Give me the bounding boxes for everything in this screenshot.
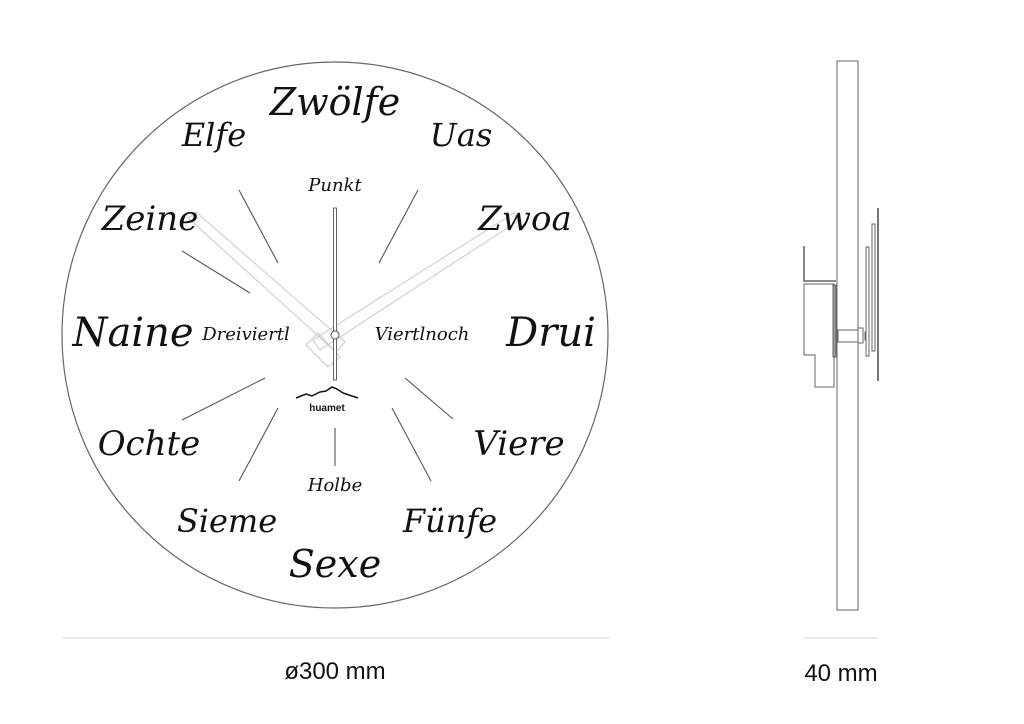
hour-hand: [187, 211, 346, 353]
hour-label-one: Uas: [430, 116, 492, 154]
quarter-label-right: Viertlnoch: [375, 324, 470, 345]
hour-label-seven: Sieme: [177, 502, 277, 540]
hour-label-twelve: Zwölfe: [269, 80, 401, 124]
hour-label-ten: Zeine: [101, 199, 199, 239]
hour-label-six: Sexe: [289, 542, 381, 586]
second-hand: [330, 207, 340, 381]
quarter-label-top: Punkt: [307, 175, 362, 196]
hour-label-eleven: Elfe: [181, 116, 246, 154]
hour-label-five: Fünfe: [402, 502, 497, 540]
hour-label-four: Viere: [473, 424, 564, 464]
clock-hands: [187, 211, 519, 368]
movement-box: [803, 283, 835, 388]
diameter-dimension-label: ø300 mm: [284, 658, 386, 685]
hour-label-three: Drui: [505, 310, 596, 356]
hour-label-eight: Ochte: [98, 424, 201, 464]
depth-dimension-label: 40 mm: [804, 660, 878, 687]
hour-label-nine: Naine: [71, 310, 193, 356]
hanger-bracket: [803, 246, 836, 282]
brand-name: huamet: [309, 403, 345, 414]
minute-hand: [312, 212, 519, 351]
tick-marks: [181, 189, 454, 482]
minute-hand-side: [871, 223, 876, 352]
mountain-icon: [295, 386, 359, 399]
brand-logo: huamet: [295, 386, 359, 414]
shaft: [837, 329, 861, 343]
hour-label-two: Zwoa: [477, 199, 571, 239]
side-view: [803, 60, 879, 611]
quarter-label-left: Dreiviertl: [201, 324, 290, 345]
quarter-label-bottom: Holbe: [307, 475, 362, 496]
hour-hand-side: [865, 246, 870, 357]
